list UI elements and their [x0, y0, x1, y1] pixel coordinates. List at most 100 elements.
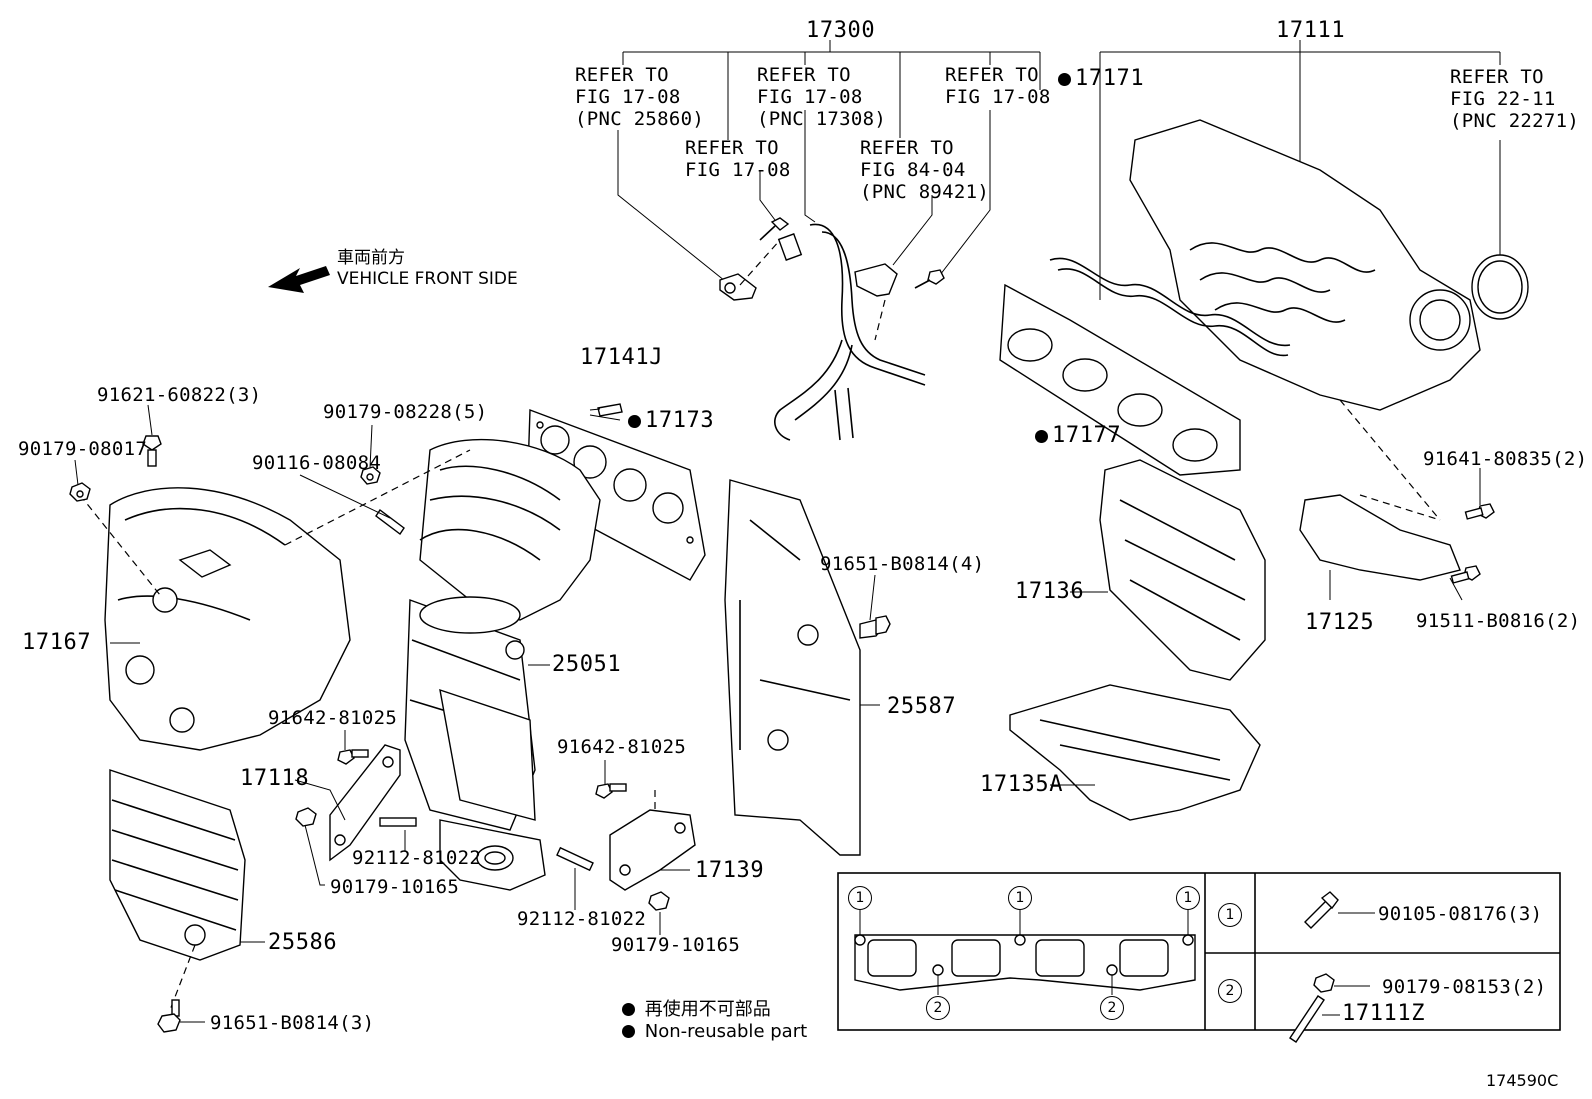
detail-marker-1-c: 1 — [1176, 886, 1200, 910]
label-90116: 90116-08084 — [252, 452, 382, 474]
nut-90179-08017 — [69, 482, 91, 502]
bracket-17300 — [617, 40, 1041, 286]
label-90105: 90105-08176(3) — [1378, 903, 1543, 925]
label-91642-b: 91642-81025 — [557, 736, 687, 758]
bracket-17111 — [1099, 40, 1501, 300]
direction-en: VEHICLE FRONT SIDE — [337, 269, 518, 289]
label-91651-4: 91651-B0814(4) — [820, 553, 985, 575]
front-arrow-icon — [268, 266, 330, 293]
legend-en: Non-reusable part — [622, 1021, 807, 1042]
ref-note-1-line3: (PNC 25860) — [575, 108, 705, 130]
ref-note-3-line3: (PNC 17308) — [757, 108, 887, 130]
detail-key-1: 1 — [1218, 903, 1242, 927]
gasket-17173 — [527, 409, 706, 581]
heat-insulator-17167 — [79, 487, 351, 751]
exhaust-manifold-25051 — [404, 438, 601, 891]
ref-note-2-line1: REFER TO — [685, 137, 779, 159]
nut-90179-10165-a — [295, 807, 317, 827]
heat-insulator-25586 — [109, 769, 246, 1011]
gasket-22271 — [1471, 254, 1529, 320]
label-17171: 17171 — [1058, 68, 1144, 90]
label-91642-a: 91642-81025 — [268, 707, 398, 729]
label-90179-08153: 90179-08153(2) — [1382, 976, 1547, 998]
ref-note-6-line3: (PNC 22271) — [1450, 110, 1580, 132]
bolt-91642-a — [337, 749, 369, 765]
label-91621: 91621-60822(3) — [97, 384, 262, 406]
detail-key-2: 2 — [1218, 979, 1242, 1003]
ref-note-6-line2: FIG 22-11 — [1450, 88, 1556, 110]
bracket-17118 — [329, 744, 401, 862]
stud-90116 — [375, 508, 405, 536]
heat-insulator-17135A — [1009, 684, 1261, 821]
figure-id: 174590C — [1486, 1071, 1559, 1090]
leader-lines — [74, 404, 1481, 1023]
label-17173-text: 17173 — [645, 408, 715, 433]
ref-note-4-line1: REFER TO — [860, 137, 954, 159]
bolt-91641 — [1464, 503, 1495, 520]
stud-92112-a — [379, 817, 417, 827]
ref-note-4-line2: FIG 84-04 — [860, 159, 966, 181]
ref-note-6-line1: REFER TO — [1450, 66, 1544, 88]
label-92112-a: 92112-81022 — [352, 847, 482, 869]
label-90179-10165-b: 90179-10165 — [611, 934, 741, 956]
label-90179-08228: 90179-08228(5) — [323, 401, 488, 423]
detail-marker-1-b: 1 — [1008, 886, 1032, 910]
bracket-17125 — [1299, 399, 1461, 581]
label-17125: 17125 — [1305, 610, 1375, 635]
heat-insulator-25587 — [724, 479, 861, 856]
label-17135A: 17135A — [980, 772, 1064, 797]
bolt-91642-b — [595, 783, 627, 799]
detail-box — [837, 872, 1561, 1043]
bolt-small-top — [759, 217, 790, 241]
ref-note-3-line1: REFER TO — [757, 64, 851, 86]
legend-jp: 再使用不可部品 — [622, 995, 771, 1021]
label-25051: 25051 — [552, 652, 622, 677]
label-92112-b: 92112-81022 — [517, 908, 647, 930]
label-17177: 17177 — [1035, 425, 1121, 447]
ref-note-1: REFER TO FIG 17-08 (PNC 25860) — [575, 64, 704, 130]
ref-note-1-line1: REFER TO — [575, 64, 669, 86]
label-91511: 91511-B0816(2) — [1416, 610, 1581, 632]
bolt-small-right — [914, 269, 945, 289]
ref-note-4-line3: (PNC 89421) — [860, 181, 990, 203]
ref-note-4: REFER TO FIG 84-04 (PNC 89421) — [860, 137, 989, 203]
non-reusable-dot-icon — [1035, 430, 1048, 443]
vacuum-sensor-89421 — [854, 263, 898, 341]
ref-note-6: REFER TO FIG 22-11 (PNC 22271) — [1450, 66, 1579, 132]
bolt-91511 — [1450, 565, 1481, 584]
ref-note-5-line1: REFER TO — [945, 64, 1039, 86]
stud-17141J — [597, 403, 623, 417]
non-reusable-dot-icon — [628, 415, 641, 428]
label-90179-10165-a: 90179-10165 — [330, 876, 460, 898]
detail-marker-2-b: 2 — [1100, 996, 1124, 1020]
label-25587: 25587 — [887, 694, 957, 719]
stud-92112-b — [556, 846, 594, 872]
label-17139: 17139 — [695, 858, 765, 883]
legend-jp-text: 再使用不可部品 — [644, 999, 771, 1020]
ref-note-3: REFER TO FIG 17-08 (PNC 17308) — [757, 64, 886, 130]
label-17177-text: 17177 — [1052, 423, 1122, 448]
ref-note-2-line2: FIG 17-08 — [685, 159, 791, 181]
nut-90179-10165-b — [648, 891, 670, 911]
non-reusable-dot-icon — [1058, 73, 1071, 86]
gasket-17171 — [1049, 257, 1291, 357]
bolt-91651-4 — [859, 615, 891, 639]
ref-note-2: REFER TO FIG 17-08 — [685, 137, 791, 181]
label-17171-text: 17171 — [1075, 66, 1145, 91]
label-17141J: 17141J — [580, 345, 664, 370]
label-90179-08017: 90179-08017 — [18, 438, 148, 460]
label-91651-3: 91651-B0814(3) — [210, 1012, 375, 1034]
bracket-17139 — [609, 790, 696, 891]
nut-90179-08228 — [284, 449, 471, 546]
label-91641: 91641-80835(2) — [1423, 448, 1588, 470]
intake-manifold-17111 — [1129, 119, 1481, 411]
ref-note-5: REFER TO FIG 17-08 — [945, 64, 1051, 108]
label-17173: 17173 — [628, 410, 714, 432]
ref-note-1-line2: FIG 17-08 — [575, 86, 681, 108]
label-17167: 17167 — [22, 630, 92, 655]
label-25586: 25586 — [268, 930, 338, 955]
hose-17308 — [774, 223, 926, 441]
non-reusable-dot-icon — [622, 1025, 635, 1038]
legend-en-text: Non-reusable part — [644, 1021, 808, 1042]
